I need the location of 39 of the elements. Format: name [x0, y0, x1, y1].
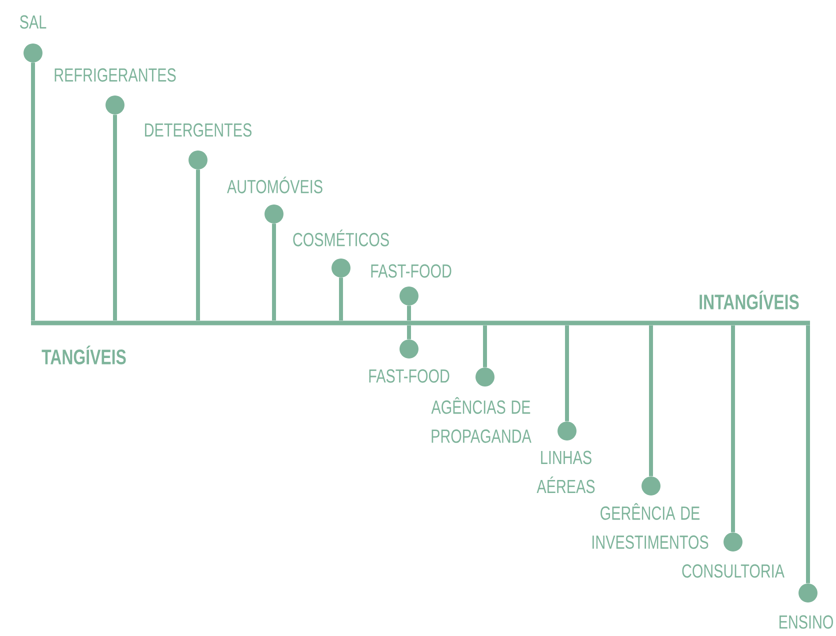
- spectrum-dot: [106, 96, 124, 114]
- spectrum-dot: [476, 367, 494, 386]
- spectrum-dot: [400, 286, 418, 306]
- item-label: COSMÉTICOS: [293, 230, 389, 246]
- item-label: CONSULTORIA: [682, 564, 784, 578]
- item-label: FAST-FOOD: [371, 264, 452, 278]
- item-label: REFRIGERANTES: [54, 68, 176, 82]
- stem-line: [407, 325, 411, 340]
- spectrum-dot: [264, 204, 284, 224]
- item-label: ENSINO: [780, 615, 833, 629]
- item-label: AUTOMÓVEIS: [227, 176, 322, 194]
- spectrum-dot: [400, 339, 418, 358]
- axis-bar: [31, 320, 810, 326]
- stem-line: [483, 325, 487, 368]
- item-label: LINHAS AÉREAS: [536, 450, 595, 494]
- spectrum-dot: [642, 476, 660, 496]
- item-label: SAL: [20, 15, 46, 29]
- stem-line: [31, 62, 35, 321]
- stem-line: [113, 114, 117, 321]
- stem-line: [339, 278, 343, 321]
- stem-line: [565, 325, 569, 422]
- stem-line: [806, 325, 810, 584]
- item-label: FAST-FOOD: [369, 369, 450, 383]
- end-label: TANGÍVEIS: [42, 346, 126, 364]
- spectrum-dot: [332, 258, 350, 278]
- end-label: INTANGÍVEIS: [700, 290, 799, 310]
- item-label: DETERGENTES: [145, 123, 252, 137]
- stem-line: [407, 306, 411, 321]
- stem-line: [196, 170, 200, 321]
- spectrum-dot: [798, 583, 818, 602]
- spectrum-dot: [188, 150, 208, 170]
- item-label: GERÊNCIA DE INVESTIMENTOS: [592, 503, 708, 549]
- stem-line: [731, 325, 735, 532]
- item-label: AGÊNCIAS DE PROPAGANDA: [431, 397, 532, 443]
- stem-line: [272, 224, 276, 321]
- spectrum-dot: [558, 421, 576, 440]
- spectrum-dot: [724, 532, 742, 552]
- stem-line: [649, 325, 653, 476]
- spectrum-dot: [24, 43, 42, 62]
